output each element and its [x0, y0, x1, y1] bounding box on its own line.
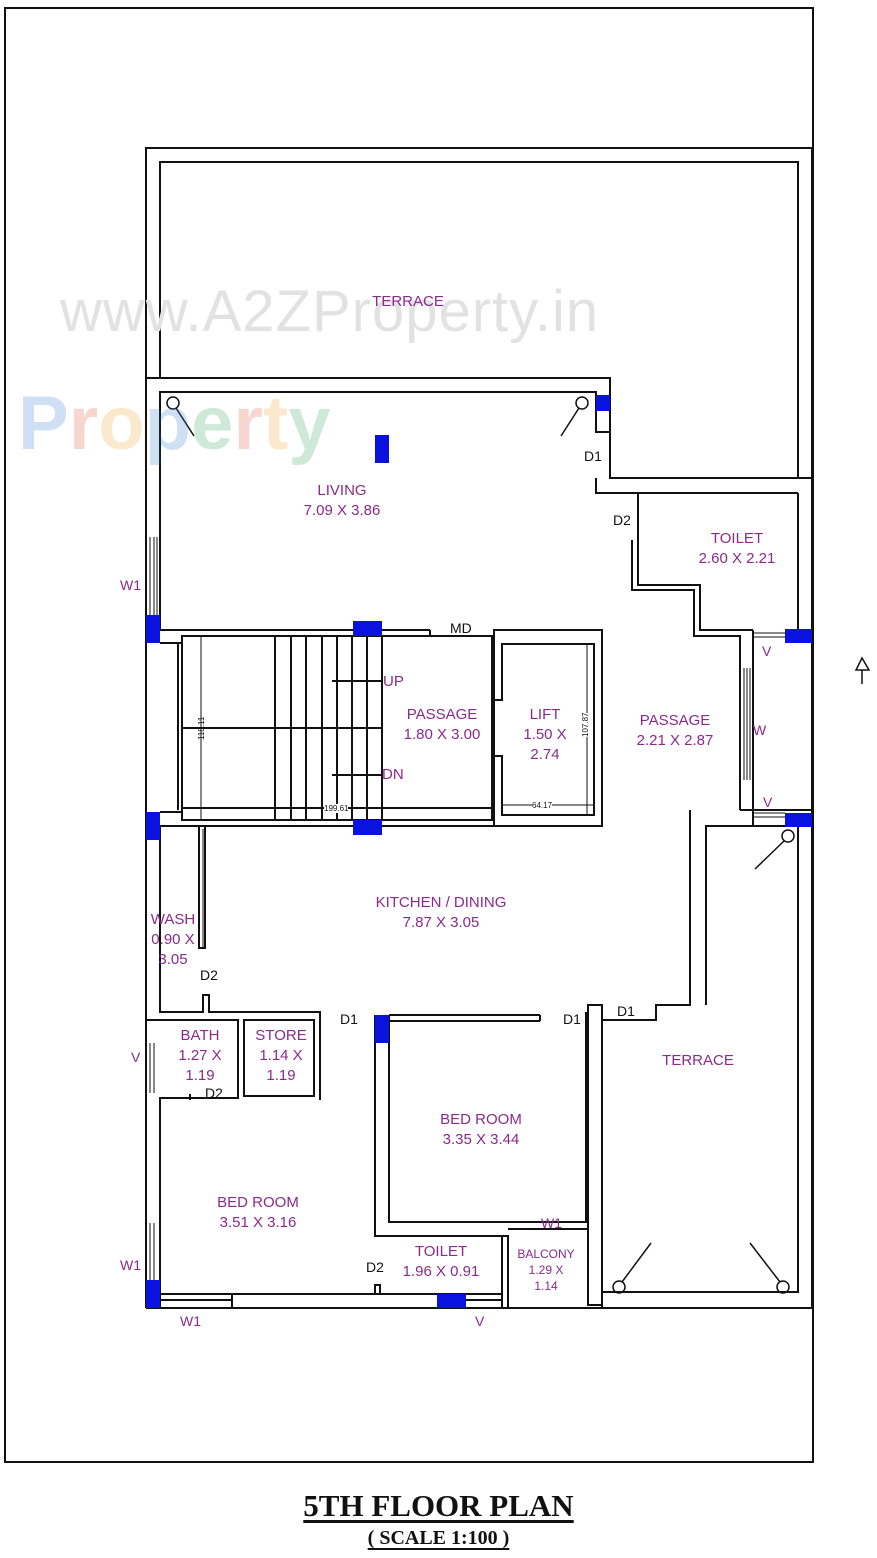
vent-tag-toilet: V — [762, 643, 772, 659]
drawing-title: 5TH FLOOR PLAN — [303, 1488, 574, 1523]
room-label-terrace-top: TERRACE — [372, 293, 444, 310]
window-tag-w1-bed2-bottom: W1 — [180, 1313, 201, 1329]
stair-tag-dn: DN — [382, 766, 404, 783]
drawing-scale: ( SCALE 1:100 ) — [367, 1527, 510, 1549]
room-label-terrace-right: TERRACE — [662, 1052, 734, 1069]
vent-tag-passage: V — [763, 794, 773, 810]
rainwater-pipes — [166, 396, 795, 1294]
door-tag-d2-wash: D2 — [200, 967, 218, 983]
door-tag-d2-bath: D2 — [205, 1085, 223, 1101]
north-arrow-icon — [854, 656, 871, 684]
dimension-stair-height: 118.11 — [197, 716, 206, 740]
window-tag-w-passage: W — [753, 722, 767, 738]
dimension-lift-height: 107.87 — [581, 712, 590, 737]
stair-tag-up: UP — [383, 673, 404, 690]
terrace-top-wall — [159, 161, 799, 478]
vent-tag-bath: V — [131, 1049, 141, 1065]
door-tag-d1-bed1-left: D1 — [340, 1011, 358, 1027]
dimension-stair-width: 199.61 — [324, 804, 349, 813]
door-tag-d1-terrace: D1 — [617, 1003, 635, 1019]
window-tag-w1-bed2-side: W1 — [120, 1257, 141, 1273]
door-tag-d2-toilet2: D2 — [366, 1259, 384, 1275]
door-tag-d1-bed1-right: D1 — [563, 1011, 581, 1027]
vent-tag-toilet2: V — [475, 1313, 485, 1329]
window-tag-w1-balcony: W1 — [541, 1215, 562, 1231]
window-tag-w1-living: W1 — [120, 577, 141, 593]
dimension-lift-width: 64.17 — [532, 801, 553, 810]
watermark-logo: Property — [18, 381, 331, 466]
structural-columns — [146, 395, 812, 1308]
building-outer-wall — [145, 147, 812, 1308]
door-tag-md: MD — [450, 620, 472, 636]
door-tag-d2-toilet: D2 — [613, 512, 631, 528]
watermark-url: www.A2ZProperty.in — [60, 279, 600, 344]
door-tag-d1-living: D1 — [584, 448, 602, 464]
